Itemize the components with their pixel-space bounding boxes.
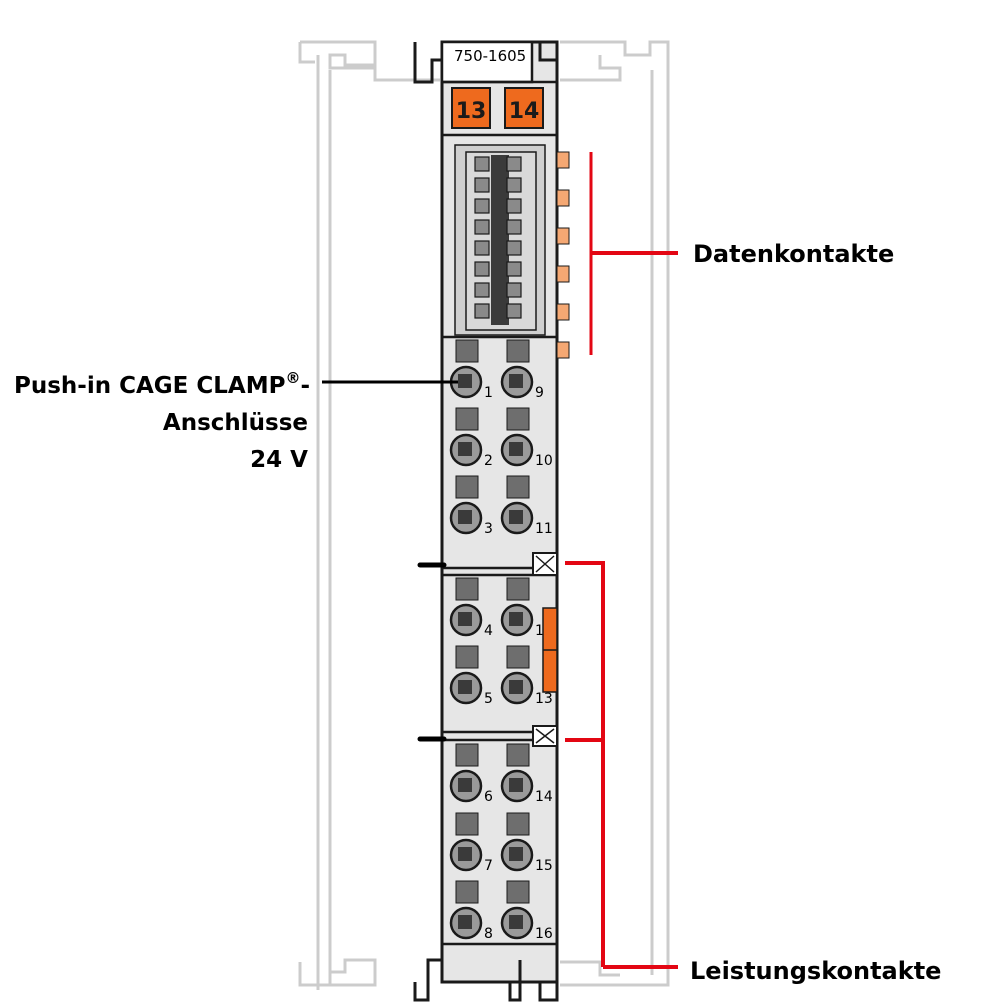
clamp-square [509,847,523,861]
release-button[interactable] [455,339,479,363]
terminal-number: 5 [484,691,493,707]
top-marker-14-label: 14 [509,99,540,124]
clamp-square [509,680,523,694]
clamp-square [458,374,472,388]
release-button[interactable] [506,339,530,363]
data-contact-pins [474,156,522,319]
clamp-square [509,442,523,456]
clamp-square [509,778,523,792]
data-pin [474,303,490,319]
clamp-square [458,612,472,626]
terminal-number: 15 [535,858,553,874]
clamp-square [458,510,472,524]
cage-clamp-label-main: Push-in CAGE CLAMP [14,373,285,399]
terminal-number: 4 [484,623,493,639]
terminal-blocks: 19210311412513614715816 [449,339,553,942]
terminal-number: 1 [484,385,493,401]
terminal-number: 6 [484,789,493,805]
data-pin [474,198,490,214]
data-pin [506,177,522,193]
data-pin [506,219,522,235]
data-contacts-label: Datenkontakte [693,240,894,268]
clamp-square [509,915,523,929]
top-marker-13-label: 13 [456,99,487,124]
release-button[interactable] [506,645,530,669]
release-button[interactable] [455,577,479,601]
release-button[interactable] [506,475,530,499]
terminal-number: 9 [535,385,544,401]
terminal-number: 8 [484,926,493,942]
clamp-square [458,778,472,792]
data-contact-tab [556,227,570,245]
cage-clamp-label-tail: - [300,373,310,399]
data-pin [506,261,522,277]
data-contact-tabs [556,151,570,359]
data-contact-tab [556,341,570,359]
clamp-square [458,915,472,929]
release-button[interactable] [506,812,530,836]
release-button[interactable] [506,407,530,431]
data-pin [474,219,490,235]
release-button[interactable] [455,645,479,669]
clamp-square [458,847,472,861]
data-contacts-callout [589,152,678,355]
terminal-number: 3 [484,521,493,537]
cage-clamp-label-sup: ® [285,369,300,387]
data-pin [506,282,522,298]
data-pin [474,240,490,256]
data-pin [506,303,522,319]
data-contact-tab [556,303,570,321]
data-pin [474,261,490,277]
clamp-square [509,374,523,388]
terminal-number: 14 [535,789,553,805]
terminal-number: 10 [535,453,553,469]
cage-clamp-label-line3: 24 V [250,447,308,473]
release-button[interactable] [455,880,479,904]
release-button[interactable] [455,475,479,499]
release-button[interactable] [455,407,479,431]
cage-clamp-label-line2: Anschlüsse [163,410,308,436]
data-pin [474,156,490,172]
top-marker-13: 13 [451,87,491,129]
clamp-square [458,680,472,694]
part-number: 750-1605 [454,47,526,65]
data-pin [506,240,522,256]
data-pin [474,177,490,193]
terminal-number: 13 [535,691,553,707]
data-pin [506,156,522,172]
data-pin [474,282,490,298]
data-contact-tab [556,265,570,283]
clamp-square [458,442,472,456]
terminal-number: 2 [484,453,493,469]
terminal-number: 11 [535,521,553,537]
cage-clamp-label-line1: Push-in CAGE CLAMP®- [14,369,310,399]
power-contacts-label: Leistungskontakte [690,957,941,985]
release-button[interactable] [506,880,530,904]
data-pin [506,198,522,214]
clamp-square [509,510,523,524]
terminal-number: 16 [535,926,553,942]
data-contact-tab [556,189,570,207]
top-marker-14: 14 [504,87,544,129]
data-contact-window [454,144,546,336]
release-button[interactable] [506,743,530,767]
terminal-number: 7 [484,858,493,874]
release-button[interactable] [455,743,479,767]
din-rail-outline [298,40,670,990]
clamp-square [509,612,523,626]
release-button[interactable] [506,577,530,601]
release-button[interactable] [455,812,479,836]
data-contact-tab [556,151,570,169]
power-contacts-callout [565,561,678,969]
